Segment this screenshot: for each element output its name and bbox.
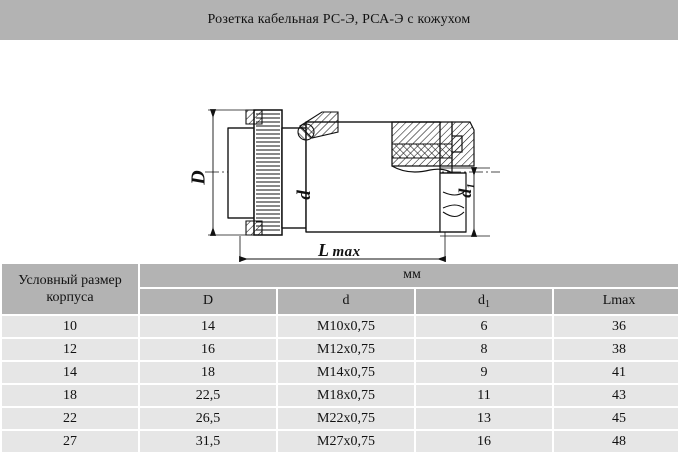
- cell-body-size: 12: [2, 339, 138, 360]
- cell-lmax: 43: [554, 385, 678, 406]
- cell-d1: 13: [416, 408, 552, 429]
- cell-lmax: 48: [554, 431, 678, 452]
- cell-d1: 11: [416, 385, 552, 406]
- cell-d1: 9: [416, 362, 552, 383]
- page-title: Розетка кабельная РС-Э, РСА-Э с кожухом: [207, 12, 471, 27]
- cell-d1: 6: [416, 316, 552, 337]
- table-header: Условный размер корпуса мм D d d1 Lmax: [2, 264, 678, 314]
- header-units-mm: мм: [140, 264, 678, 287]
- cell-d: M14x0,75: [278, 362, 414, 383]
- cell-body-size: 18: [2, 385, 138, 406]
- table-header-row-2: D d d1 Lmax: [2, 288, 678, 314]
- cell-d1: 16: [416, 431, 552, 452]
- dimension-label-d: d: [293, 190, 315, 200]
- header-body-size-line2: корпуса: [46, 290, 94, 305]
- header-col-d: d: [278, 288, 414, 314]
- seal-gland-detail: [297, 111, 339, 141]
- cell-D: 26,5: [140, 408, 276, 429]
- header-col-lmax: Lmax: [554, 288, 678, 314]
- table-header-row-1: Условный размер корпуса мм: [2, 264, 678, 314]
- cell-lmax: 45: [554, 408, 678, 429]
- cell-lmax: 36: [554, 316, 678, 337]
- cell-lmax: 41: [554, 362, 678, 383]
- nut-section-corners: [245, 109, 263, 236]
- header-col-D: D: [140, 288, 276, 314]
- header-body-size-line1: Условный размер: [18, 272, 122, 288]
- header-col-d1: d1: [416, 288, 552, 314]
- cell-D: 16: [140, 339, 276, 360]
- header-body-size: Условный размер корпуса: [2, 264, 138, 314]
- cell-body-size: 10: [2, 316, 138, 337]
- cell-d1: 8: [416, 339, 552, 360]
- cell-lmax: 38: [554, 339, 678, 360]
- dimension-label-lmax-l: L: [318, 240, 330, 260]
- cell-body-size: 22: [2, 408, 138, 429]
- page-title-band: Розетка кабельная РС-Э, РСА-Э с кожухом: [0, 0, 678, 40]
- cell-D: 22,5: [140, 385, 276, 406]
- cell-body-size: 14: [2, 362, 138, 383]
- cell-D: 18: [140, 362, 276, 383]
- cell-d: M27x0,75: [278, 431, 414, 452]
- cell-D: 14: [140, 316, 276, 337]
- cable-gland-nut: [391, 121, 475, 176]
- header-col-d1-base: d: [478, 293, 485, 309]
- cell-body-size: 27: [2, 431, 138, 452]
- cell-D: 31,5: [140, 431, 276, 452]
- dimension-label-lmax-max: max: [332, 244, 361, 260]
- cell-d: M22x0,75: [278, 408, 414, 429]
- specification-table: Условный размер корпуса мм D d d1 Lmax 1…: [0, 262, 678, 454]
- dimension-label-d1: d1: [454, 183, 477, 198]
- dimension-label-d1-sub: 1: [464, 183, 477, 189]
- dimension-label-d1-base: d: [454, 188, 475, 198]
- header-col-d1-sub: 1: [485, 299, 490, 311]
- rear-shell: [227, 127, 255, 219]
- knurled-coupling-nut: [253, 109, 283, 236]
- cell-d: M12x0,75: [278, 339, 414, 360]
- cable-entry-boss: [439, 172, 467, 233]
- cell-d: M10x0,75: [278, 316, 414, 337]
- connector-drawing-svg: [205, 109, 500, 262]
- cell-d: M18x0,75: [278, 385, 414, 406]
- dimension-label-D: D: [187, 170, 210, 185]
